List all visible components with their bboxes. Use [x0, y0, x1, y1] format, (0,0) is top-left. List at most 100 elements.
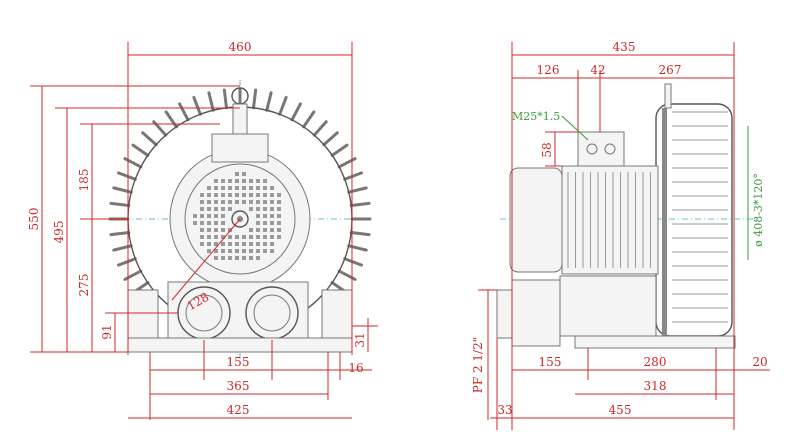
motor-cover	[184, 163, 296, 275]
left-foot-bracket	[127, 289, 159, 343]
vent-hole	[249, 179, 253, 183]
vent-hole	[256, 207, 260, 211]
vent-hole	[249, 242, 253, 246]
vent-hole	[207, 200, 211, 204]
vent-hole	[235, 193, 239, 197]
vent-hole	[235, 242, 239, 246]
vent-hole	[228, 228, 232, 232]
vent-hole	[228, 207, 232, 211]
vent-hole	[221, 221, 225, 225]
vent-hole	[263, 186, 267, 190]
vent-hole	[221, 256, 225, 260]
dim-365: 365	[227, 379, 250, 393]
vent-hole	[214, 221, 218, 225]
vent-hole	[235, 256, 239, 260]
vent-hole	[242, 200, 246, 204]
dim-155-front: 155	[227, 355, 250, 369]
dim-495: 495	[52, 221, 66, 244]
vent-hole	[200, 235, 204, 239]
vent-hole	[263, 221, 267, 225]
vent-hole	[242, 235, 246, 239]
outlet-port-inner	[253, 294, 291, 332]
fin	[312, 120, 328, 137]
vent-hole	[263, 249, 267, 253]
dim-275: 275	[77, 274, 91, 297]
right-foot-bracket	[321, 289, 353, 343]
vent-hole	[263, 200, 267, 204]
dim-460: 460	[229, 40, 252, 54]
vent-hole	[263, 207, 267, 211]
fin	[112, 244, 133, 252]
motor-end-cap	[509, 167, 563, 273]
dim-31: 31	[353, 332, 367, 347]
fin	[343, 171, 364, 181]
vent-hole	[249, 207, 253, 211]
vent-hole	[263, 242, 267, 246]
fin	[131, 143, 150, 157]
vent-hole	[221, 242, 225, 246]
fin	[116, 171, 137, 181]
vent-hole	[242, 249, 246, 253]
eye-stem	[232, 103, 248, 137]
vent-hole	[235, 200, 239, 204]
vent-hole	[228, 249, 232, 253]
vent-hole	[214, 179, 218, 183]
dim-435: 435	[613, 40, 636, 54]
vent-hole	[193, 214, 197, 218]
vent-hole	[200, 242, 204, 246]
fin	[347, 186, 368, 194]
vent-hole	[221, 214, 225, 218]
vent-hole	[228, 256, 232, 260]
vent-hole	[277, 214, 281, 218]
blower-housing-side	[655, 103, 733, 337]
dim-91: 91	[100, 324, 114, 339]
vent-hole	[256, 200, 260, 204]
vent-hole	[200, 193, 204, 197]
vent-hole	[249, 200, 253, 204]
vent-hole	[235, 235, 239, 239]
vent-hole	[256, 256, 260, 260]
fin	[141, 131, 158, 147]
vent-hole	[228, 179, 232, 183]
dim-20: 20	[752, 355, 767, 369]
vent-hole	[221, 186, 225, 190]
lifting-eye-side	[664, 83, 672, 109]
fin	[112, 186, 133, 194]
fin	[265, 91, 273, 112]
vent-hole	[256, 179, 260, 183]
vent-hole	[263, 214, 267, 218]
motor-fins	[567, 172, 651, 268]
fin	[116, 257, 137, 267]
vent-hole	[270, 200, 274, 204]
vent-hole	[207, 186, 211, 190]
cooling-fins	[108, 87, 372, 295]
fin	[278, 95, 288, 116]
vent-hole	[207, 221, 211, 225]
vent-hole	[256, 186, 260, 190]
vent-hole	[277, 235, 281, 239]
vent-hole	[270, 221, 274, 225]
vent-hole	[214, 207, 218, 211]
vent-hole	[200, 200, 204, 204]
vent-hole	[270, 214, 274, 218]
fin	[109, 201, 131, 207]
vent-hole	[235, 186, 239, 190]
vent-hole	[214, 235, 218, 239]
vent-hole	[242, 193, 246, 197]
vent-hole	[221, 179, 225, 183]
vent-hole	[277, 207, 281, 211]
fin	[123, 157, 143, 169]
vent-hole	[256, 221, 260, 225]
thread-leader	[561, 115, 589, 141]
vent-hole	[221, 207, 225, 211]
dim-42: 42	[590, 63, 605, 77]
cable-gland-2	[604, 143, 616, 155]
vent-hole	[249, 235, 253, 239]
vent-hole	[263, 228, 267, 232]
leader-128	[171, 218, 241, 301]
port-housing	[167, 281, 309, 339]
vent-hole	[235, 179, 239, 183]
vent-hole	[263, 179, 267, 183]
